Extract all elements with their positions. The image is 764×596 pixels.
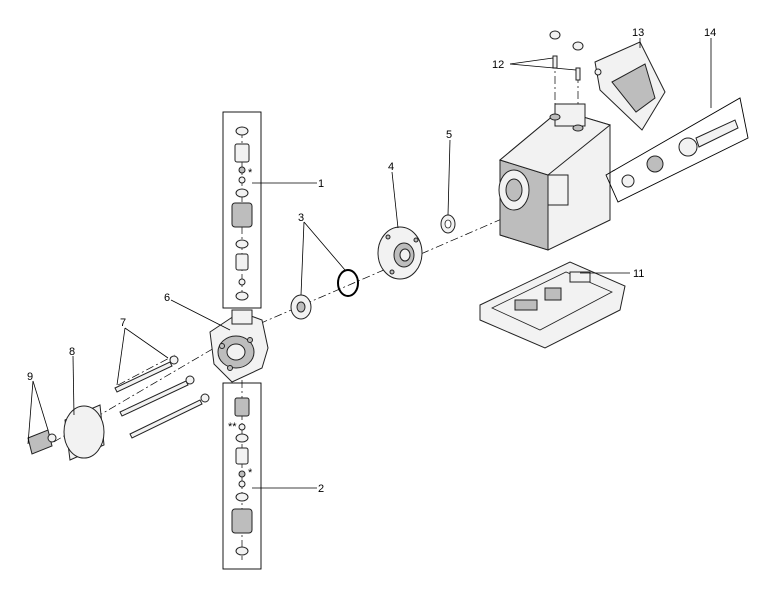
seal-rings: [290, 269, 359, 320]
valve-seat: [235, 253, 249, 271]
valve-stack-bottom-frame: [222, 382, 262, 570]
callout-3: 3: [298, 212, 304, 224]
callout-4: 4: [388, 161, 394, 173]
o-ring: [235, 188, 249, 198]
valve-stack-bottom: ** *: [222, 382, 262, 570]
o-ring: [235, 126, 249, 136]
valve-seat: [234, 143, 250, 163]
washer: [440, 214, 456, 234]
o-ring: [235, 492, 249, 502]
callout-11: 11: [633, 268, 644, 280]
callout-1: 1: [318, 178, 324, 190]
valve-housing: [231, 202, 253, 228]
check-ball: [238, 480, 246, 488]
valve-seat: [235, 447, 249, 465]
callout-13: 13: [632, 27, 644, 39]
valve-housing: [231, 508, 253, 534]
callout-14: 14: [704, 27, 716, 39]
mark-single-star-bottom: *: [248, 467, 253, 479]
valve-stack-top: *: [222, 111, 262, 309]
leader-lines: [27, 38, 712, 489]
callout-12: 12: [492, 59, 504, 71]
check-ball: [238, 423, 246, 431]
callout-2: 2: [318, 483, 324, 495]
o-ring: [235, 433, 249, 443]
screws-and-caps: [549, 30, 584, 81]
pump-head: [209, 309, 269, 383]
adapter-flange: [377, 226, 423, 280]
callout-5: 5: [446, 129, 452, 141]
check-ball: [238, 166, 246, 174]
base-plate: [479, 261, 626, 349]
valve-seat: [234, 397, 250, 417]
callout-7: 7: [120, 317, 126, 329]
o-ring: [235, 291, 249, 301]
o-ring: [235, 239, 249, 249]
check-ball: [238, 176, 246, 184]
callout-8: 8: [69, 346, 75, 358]
callout-9: 9: [27, 371, 33, 383]
check-ball: [238, 278, 246, 286]
mark-double-star: **: [228, 421, 237, 433]
check-ball: [238, 470, 246, 478]
callout-labels: 1 2 3 4 5 6 7 8 9 11 12 13 14: [27, 27, 716, 495]
callout-6: 6: [164, 292, 170, 304]
shaft-kit: [605, 97, 749, 203]
mark-single-star-top: *: [248, 167, 253, 179]
valve-stack-top-frame: [222, 111, 262, 309]
gearbox-housing: [498, 103, 612, 251]
motor-bracket: [594, 41, 666, 131]
bolts-and-cover: [27, 355, 210, 461]
o-ring: [235, 546, 249, 556]
